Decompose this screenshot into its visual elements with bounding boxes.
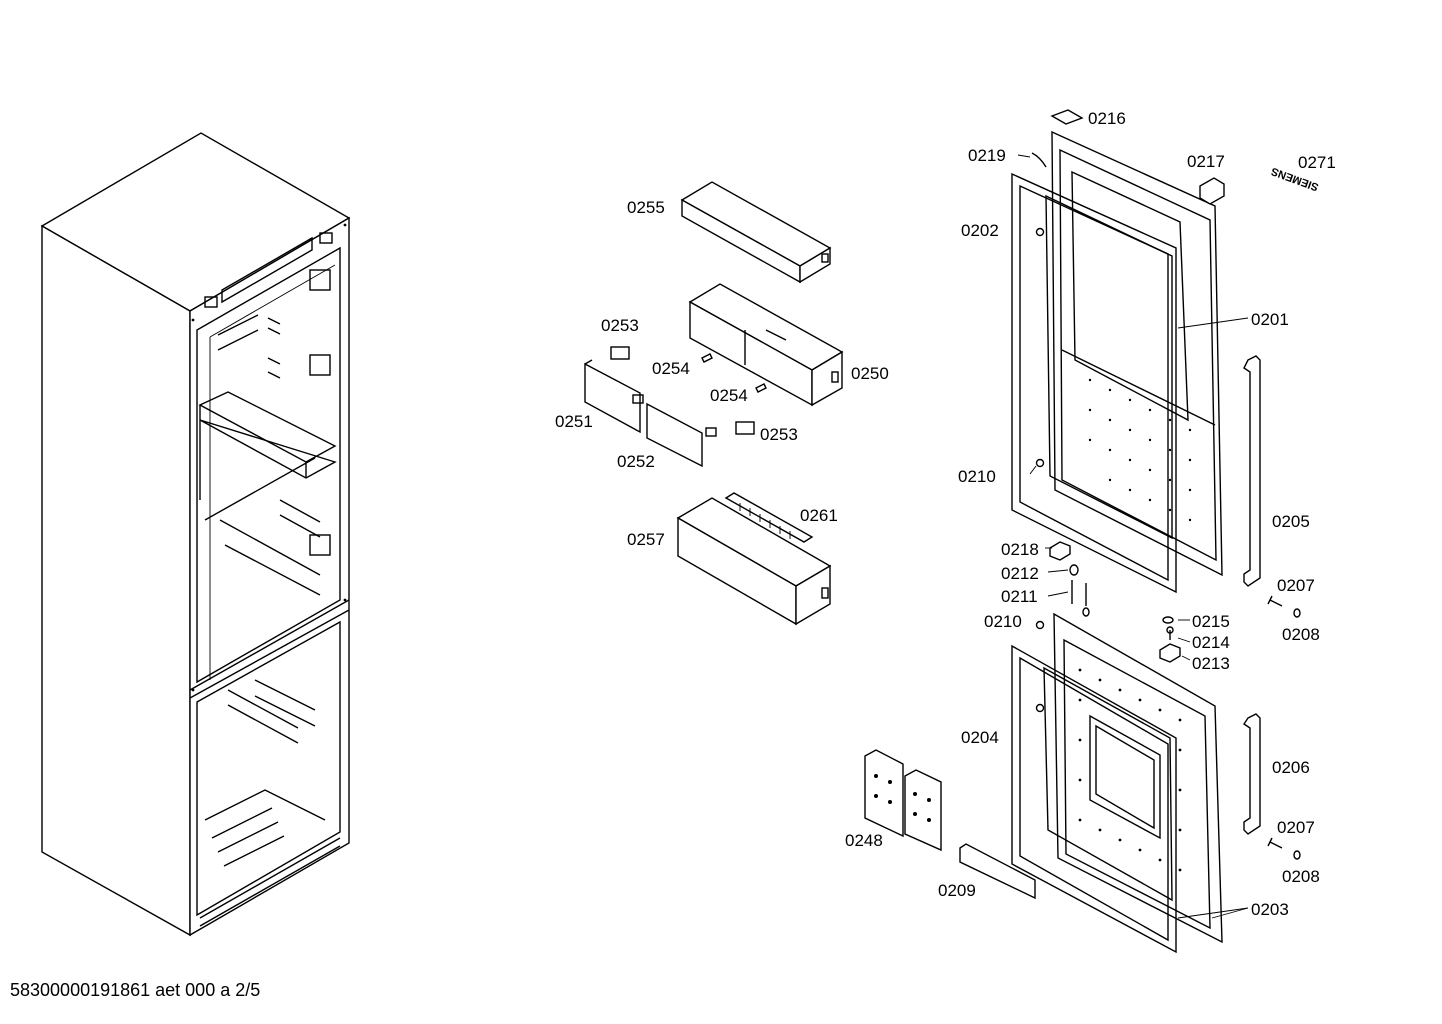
cap-0217 (1199, 177, 1225, 205)
label-0251: 0251 (555, 412, 593, 431)
label-0204: 0204 (961, 728, 999, 747)
dairy-box-0250 (688, 283, 844, 407)
label-0207-a: 0207 (1277, 576, 1315, 595)
pin-0254-b (755, 383, 767, 393)
label-0201: 0201 (1251, 310, 1289, 329)
fridge-cabinet (40, 132, 351, 937)
flap-0251 (584, 359, 644, 434)
lower-door-gasket-0204 (1011, 644, 1177, 954)
leader-lines (1017, 154, 1249, 919)
upper-door-gasket-0202 (1011, 172, 1177, 594)
label-0257: 0257 (627, 530, 665, 549)
label-0271: 0271 (1298, 153, 1336, 172)
label-0207-b: 0207 (1277, 818, 1315, 837)
pin-0254-a (701, 353, 713, 363)
bottle-retainer-0261 (724, 492, 814, 543)
label-0216: 0216 (1088, 109, 1126, 128)
label-0217: 0217 (1187, 152, 1225, 171)
cold-packs-0248 (864, 749, 942, 852)
label-0253-b: 0253 (760, 425, 798, 444)
small-hardware (1035, 227, 1301, 860)
label-0214: 0214 (1192, 633, 1230, 652)
label-0219: 0219 (968, 146, 1006, 165)
part-labels: 0216 0219 0217 0271 0255 0202 0201 0253 … (555, 109, 1336, 919)
upper-door-0201 (1051, 130, 1223, 577)
handle-0206 (1243, 713, 1261, 835)
hinge-0253-b (735, 421, 755, 435)
label-0202: 0202 (961, 221, 999, 240)
hinge-0253-a (610, 346, 630, 360)
label-0205: 0205 (1272, 512, 1310, 531)
label-0252: 0252 (617, 452, 655, 471)
label-0250: 0250 (851, 364, 889, 383)
label-0255: 0255 (627, 198, 665, 217)
hinge-cover-0216 (1050, 109, 1084, 125)
flap-0252 (646, 402, 717, 468)
lower-door-0203 (1053, 612, 1223, 944)
label-0253-a: 0253 (601, 316, 639, 335)
label-0212: 0212 (1001, 564, 1039, 583)
spring-0219 (1031, 152, 1047, 168)
document-id: 58300000191861 aet 000 a 2/5 (10, 980, 261, 1000)
label-0210-a: 0210 (958, 467, 996, 486)
label-0248: 0248 (845, 831, 883, 850)
label-0206: 0206 (1272, 758, 1310, 777)
label-0208-a: 0208 (1282, 625, 1320, 644)
label-0203: 0203 (1251, 900, 1289, 919)
label-0254-b: 0254 (710, 386, 748, 405)
label-0254-a: 0254 (652, 359, 690, 378)
label-0218: 0218 (1001, 540, 1039, 559)
label-0261: 0261 (800, 506, 838, 525)
door-shelf-0255 (680, 181, 832, 284)
cover-strip-0209 (959, 843, 1036, 900)
handle-0205 (1243, 355, 1261, 587)
label-0215: 0215 (1192, 612, 1230, 631)
label-0213: 0213 (1192, 654, 1230, 673)
label-0211: 0211 (1001, 587, 1038, 606)
bottle-shelf-0257 (676, 497, 832, 626)
label-0210-b: 0210 (984, 612, 1022, 631)
label-0209: 0209 (938, 881, 976, 900)
label-0208-b: 0208 (1282, 867, 1320, 886)
